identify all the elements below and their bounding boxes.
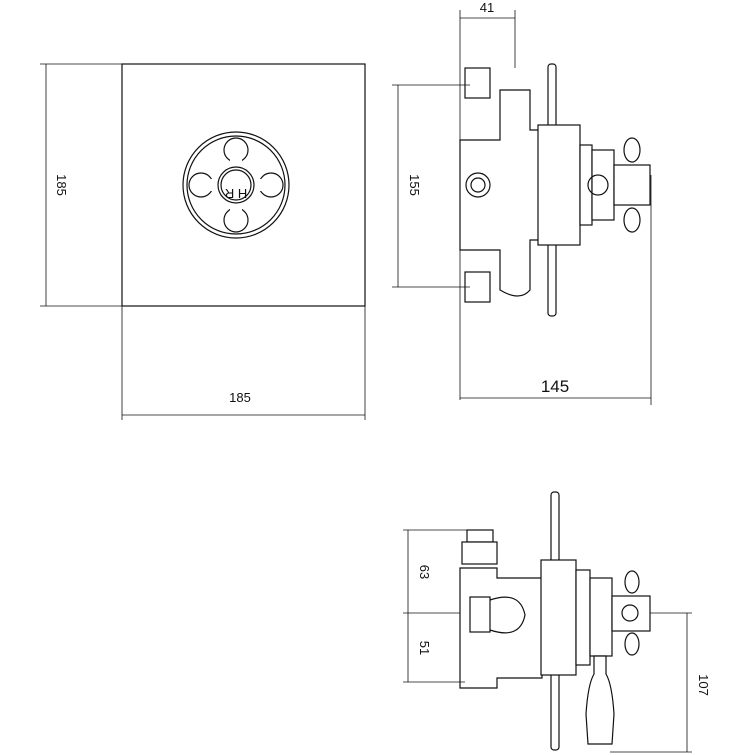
- depth-label: 145: [541, 377, 569, 396]
- front-height-label: 185: [54, 174, 69, 196]
- lever-handle: [585, 655, 615, 745]
- handle-drop-label: 107: [696, 674, 711, 696]
- upper-label: 63: [417, 565, 432, 579]
- side-view-bottom: 63 51 107: [403, 491, 711, 753]
- front-width-label: 185: [229, 390, 251, 405]
- cross-handle-icon: [188, 137, 284, 233]
- lower-label: 51: [417, 641, 432, 655]
- side-height-label: 155: [407, 174, 422, 196]
- offset-label: 41: [480, 0, 494, 15]
- side-view-top: 41 155 145: [392, 0, 652, 405]
- handle-marking: H R: [225, 186, 247, 201]
- faceplate-outline: [121, 63, 366, 307]
- front-view: 185 185 H R: [40, 63, 366, 420]
